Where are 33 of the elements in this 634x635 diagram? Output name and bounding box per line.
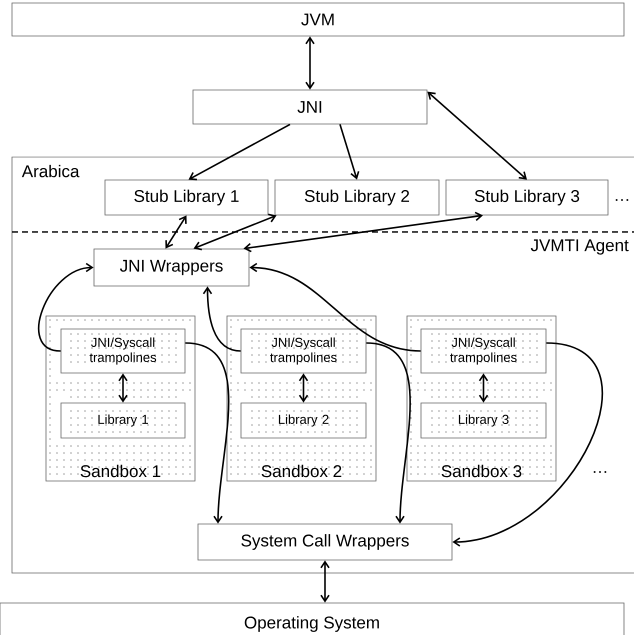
process-box: JNI <box>192 90 428 124</box>
process-box: System Call Wrappers <box>198 524 452 560</box>
arrow <box>194 214 277 250</box>
arrow <box>339 124 360 180</box>
process-box: Stub Library 3 <box>446 180 608 216</box>
arrow <box>452 342 604 547</box>
arrow <box>427 92 527 180</box>
arrow <box>305 36 315 90</box>
arrow <box>366 342 411 524</box>
arrow <box>298 373 308 403</box>
process-box: JNI Wrappers <box>94 248 250 286</box>
ellipsis: … <box>594 471 606 473</box>
module-box: JNI/Syscall trampolines <box>420 328 546 374</box>
arrow <box>118 373 128 403</box>
module-box: Library 1 <box>60 402 186 438</box>
arrow <box>320 560 330 603</box>
arrow <box>249 262 421 352</box>
arrow <box>38 262 94 352</box>
module-box: JNI/Syscall trampolines <box>60 328 186 374</box>
arrow <box>188 124 290 180</box>
module-box: Library 3 <box>420 402 546 438</box>
arrow <box>165 215 187 249</box>
section-label: JVMTI Agent <box>530 239 629 255</box>
arrow <box>185 342 230 524</box>
arrow <box>202 286 241 352</box>
module-box: Library 2 <box>240 402 366 438</box>
layer-box: Operating System <box>0 602 624 635</box>
module-box: JNI/Syscall trampolines <box>240 328 366 374</box>
process-box: Stub Library 1 <box>104 180 268 216</box>
arrow <box>243 212 483 252</box>
arrow <box>478 373 488 403</box>
process-box: Stub Library 2 <box>274 180 440 216</box>
layer-box: JVM <box>12 2 624 36</box>
